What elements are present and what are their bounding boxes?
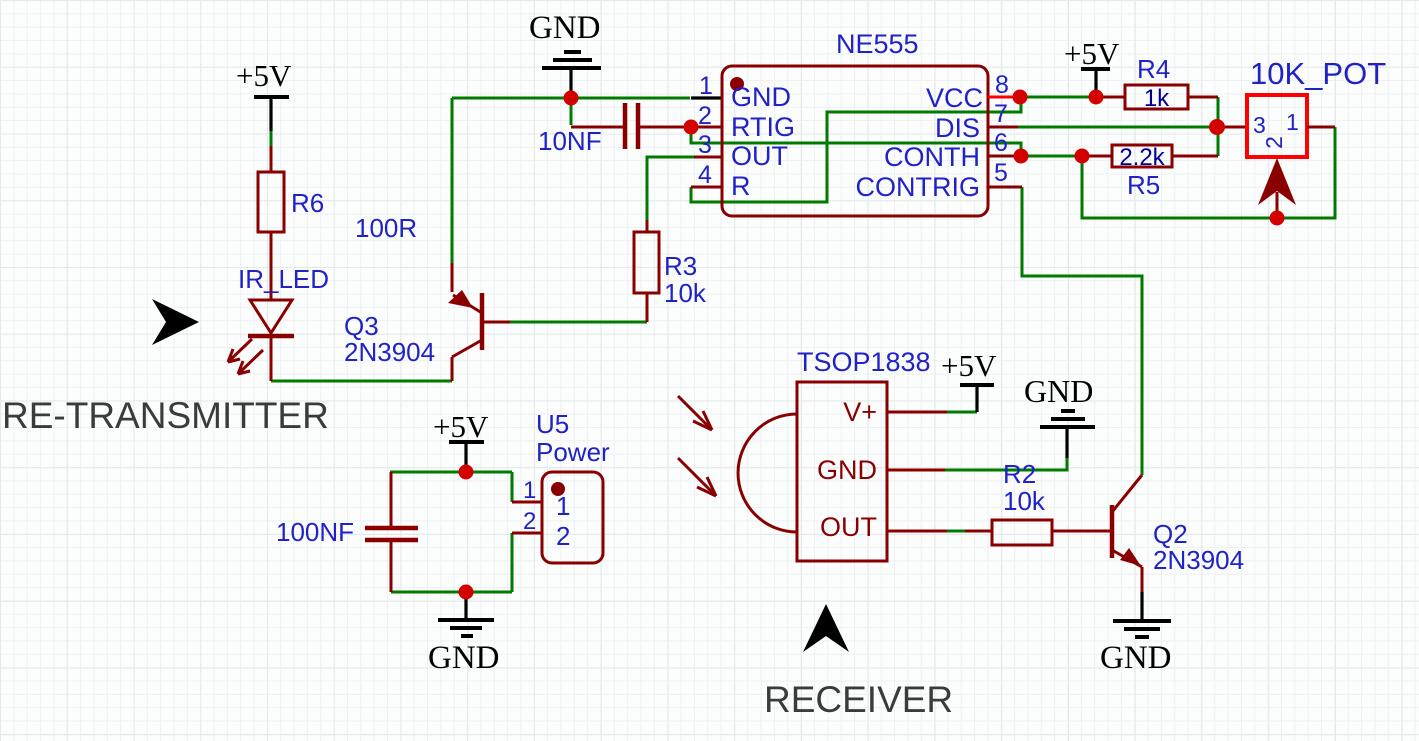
r3-value[interactable]: 10k — [664, 278, 706, 308]
u5-ref[interactable]: U5 — [536, 409, 570, 439]
c-10nf-value[interactable]: 10NF — [538, 126, 602, 156]
resistor-r2[interactable] — [965, 518, 1111, 547]
ic-pin-num-7: 7 — [994, 100, 1008, 128]
gnd-symbol-q2[interactable] — [1113, 592, 1171, 639]
ic-pin-num-2: 2 — [698, 102, 712, 130]
r4-ref[interactable]: R4 — [1137, 54, 1171, 84]
vcc-label-tsop[interactable]: +5V — [941, 348, 997, 383]
ic-pin-num-5: 5 — [994, 159, 1008, 187]
pot-wiper-arrow — [1258, 158, 1296, 205]
wire-reset-to-vcc[interactable] — [689, 98, 1023, 204]
gnd-label-q2[interactable]: GND — [1100, 640, 1172, 676]
wire-tsop-gnd[interactable] — [945, 458, 1069, 472]
u5-pin1-marker — [551, 482, 565, 496]
ic-ne555[interactable] — [691, 64, 1022, 218]
r5-value[interactable]: 2.2k — [1119, 144, 1165, 171]
vcc-label-u5[interactable]: +5V — [433, 409, 489, 444]
c-100nf-value[interactable]: 100NF — [276, 517, 355, 547]
resistor-r6[interactable] — [256, 146, 286, 300]
pot-pin-1: 1 — [1286, 109, 1299, 135]
u5-pin-label-1: 1 — [556, 491, 571, 521]
led-emit-arrow-2 — [236, 360, 251, 376]
potentiometer-10k[interactable] — [1217, 93, 1335, 218]
u5-pin-num-1: 1 — [523, 477, 537, 504]
ic-pin-name-contrig: CONTRIG — [855, 172, 981, 202]
resistor-r3[interactable] — [632, 220, 661, 322]
transmitter-pointer-arrow[interactable] — [152, 299, 199, 345]
ic-pin-name-vcc: VCC — [925, 83, 983, 113]
capacitor-10nf[interactable] — [571, 103, 687, 149]
ic-pin-num-8: 8 — [995, 71, 1009, 99]
r6-ref[interactable]: R6 — [291, 188, 325, 218]
r5-ref[interactable]: R5 — [1127, 170, 1161, 200]
u5-pin-num-2: 2 — [523, 508, 537, 535]
pot-title[interactable]: 10K_POT — [1250, 56, 1387, 91]
vcc-symbol-top-left[interactable] — [254, 95, 289, 131]
r3-ref[interactable]: R3 — [664, 251, 698, 281]
wire-conth-node[interactable] — [1021, 127, 1337, 220]
vcc-symbol-tsop[interactable] — [960, 383, 994, 412]
connector-u5[interactable] — [512, 470, 605, 565]
ir-in-arrow-1 — [692, 410, 714, 432]
ic-pin-name-out: OUT — [731, 141, 788, 171]
ic-pin-name-conth: CONTH — [884, 142, 980, 172]
u5-pin-label-2: 2 — [556, 521, 571, 551]
receiver-pointer-arrow[interactable] — [803, 604, 849, 652]
tsop-pin-vplus: V+ — [843, 397, 877, 427]
transistor-q3[interactable] — [448, 263, 510, 381]
ir-in-arrow-2 — [696, 476, 718, 498]
u5-type[interactable]: Power — [536, 437, 610, 467]
ir-led[interactable] — [226, 298, 295, 381]
ic-pin-num-1: 1 — [699, 72, 713, 100]
tsop-pin-gnd: GND — [817, 455, 877, 485]
q2-ref[interactable]: Q2 — [1153, 519, 1188, 549]
led-emit-arrow-1 — [226, 348, 241, 364]
capacitor-100nf[interactable] — [365, 472, 418, 592]
ic-title[interactable]: NE555 — [836, 29, 919, 59]
ic-pin-name-r: R — [731, 171, 751, 201]
q3-emitter-arrow — [448, 290, 473, 308]
ic-pin-num-3: 3 — [698, 131, 712, 159]
vcc-label-top-right[interactable]: +5V — [1064, 36, 1120, 71]
wire-contrig-to-q2[interactable] — [1020, 187, 1144, 475]
ir-led-label[interactable]: IR_LED — [238, 264, 330, 294]
wire-gnd-rail[interactable] — [450, 96, 690, 263]
r2-value[interactable]: 10k — [1003, 486, 1045, 516]
gnd-symbol-tsop[interactable] — [1040, 409, 1095, 458]
junction-dots — [458, 89, 1285, 600]
receiver-section-label[interactable]: RECEIVER — [764, 679, 954, 720]
pot-pin-3: 3 — [1253, 112, 1266, 138]
transmitter-section-label[interactable]: RE-TRANSMITTER — [2, 395, 329, 436]
vcc-label-top-left[interactable]: +5V — [236, 58, 292, 93]
gnd-label-top[interactable]: GND — [529, 10, 601, 46]
ic-pin-num-6: 6 — [994, 129, 1008, 157]
ic-pin-name-rtig: RTIG — [731, 112, 796, 142]
tsop-lens-arc — [736, 412, 798, 534]
pin1-marker — [730, 77, 744, 91]
wire-u5-rails[interactable] — [390, 470, 514, 594]
transistor-q2[interactable] — [1109, 474, 1144, 592]
r6-value[interactable]: 100R — [355, 213, 418, 243]
tsop-pin-out: OUT — [820, 512, 877, 542]
ic-pin-name-gnd: GND — [731, 82, 791, 112]
q2-part[interactable]: 2N3904 — [1153, 545, 1245, 575]
ic-pin-num-4: 4 — [698, 161, 712, 189]
wire-out-to-r3[interactable] — [645, 155, 694, 220]
r2-ref[interactable]: R2 — [1003, 459, 1037, 489]
q3-ref[interactable]: Q3 — [344, 311, 379, 341]
q3-part[interactable]: 2N3904 — [344, 337, 436, 367]
r4-value[interactable]: 1k — [1143, 85, 1170, 112]
gnd-label-tsop[interactable]: GND — [1024, 373, 1094, 409]
ir-receiver-tsop1838[interactable] — [676, 380, 947, 563]
ic-pin-name-dis: DIS — [934, 113, 980, 143]
gnd-label-u5[interactable]: GND — [428, 640, 500, 676]
pot-pin-2: 2 — [1260, 136, 1287, 149]
tsop-title[interactable]: TSOP1838 — [797, 347, 931, 377]
q2-emitter-arrow — [1120, 548, 1141, 566]
